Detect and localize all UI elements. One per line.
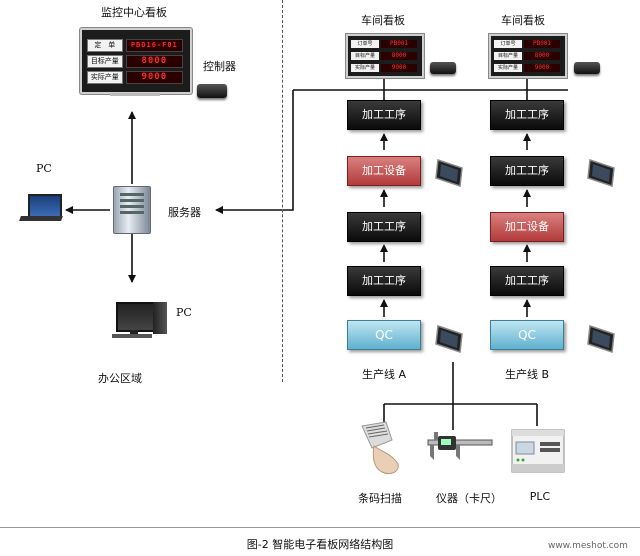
board-stand [110, 93, 160, 96]
workshop-board-title-a: 车间看板 [361, 14, 405, 27]
board-row-actual: 实际产量 9000 [87, 70, 183, 84]
controller-label: 控制器 [203, 60, 236, 73]
line-a-step-2: 加工设备 [347, 156, 421, 186]
line-a-step-3: 加工工序 [347, 212, 421, 242]
controller-icon [197, 84, 227, 98]
terminal-icon-b2 [587, 324, 615, 354]
office-area-label: 办公区域 [98, 372, 142, 385]
line-b-step-4: 加工工序 [490, 266, 564, 296]
line-b-step-3: 加工设备 [490, 212, 564, 242]
desktop-pc-keyboard [112, 334, 152, 338]
line-a-qc: QC [347, 320, 421, 350]
monitor-title: 监控中心看板 [101, 6, 167, 19]
server-label: 服务器 [168, 206, 201, 219]
laptop-base [19, 216, 63, 221]
line-b-step-1: 加工工序 [490, 100, 564, 130]
barcode-label: 条码扫描 [358, 492, 402, 505]
instrument-label: 仪器（卡尺） [436, 492, 502, 505]
line-b-label: 生产线 B [504, 368, 550, 381]
watermark: www.meshot.com [548, 541, 628, 551]
terminal-icon-b1 [587, 158, 615, 188]
controller-icon-b [574, 62, 600, 74]
plc-label: PLC [529, 490, 551, 503]
server-icon [113, 186, 151, 234]
desktop-pc-icon [116, 302, 156, 332]
barcode-scanner-icon [361, 421, 399, 475]
pc-bottom-label: PC [176, 306, 192, 319]
monitoring-board: 定 单 PBD16-F01 目标产量 8000 实际产量 9000 [80, 28, 192, 94]
desktop-pc-tower [153, 302, 167, 334]
line-a-step-1: 加工工序 [347, 100, 421, 130]
caliper-icon [427, 432, 493, 460]
board-row-order: 定 单 PBD16-F01 [87, 38, 183, 52]
line-a-step-4: 加工工序 [347, 266, 421, 296]
board-row-target: 目标产量 8000 [87, 54, 183, 68]
pc-left-label: PC [36, 162, 52, 175]
caption-divider [0, 527, 640, 528]
line-b-qc: QC [490, 320, 564, 350]
workshop-board-title-b: 车间看板 [501, 14, 545, 27]
line-a-label: 生产线 A [361, 368, 407, 381]
figure-caption: 图-2 智能电子看板网络结构图 [246, 538, 394, 551]
terminal-icon-a1 [435, 158, 463, 188]
desktop-pc-stand [130, 330, 138, 334]
plc-icon [511, 429, 565, 473]
terminal-icon-a2 [435, 324, 463, 354]
area-divider [282, 0, 283, 382]
laptop-icon [28, 194, 62, 218]
controller-icon-a [430, 62, 456, 74]
line-b-step-2: 加工工序 [490, 156, 564, 186]
